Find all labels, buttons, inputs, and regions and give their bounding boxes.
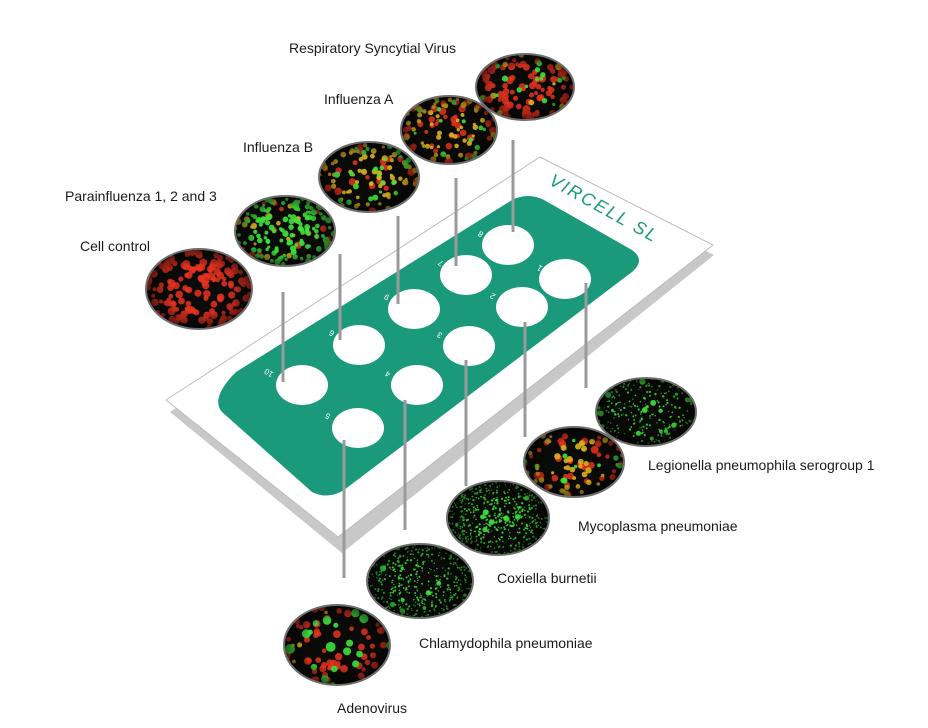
well-1: [539, 259, 591, 299]
well-number-2: 2: [488, 291, 497, 301]
well-number-1: 1: [535, 263, 544, 273]
micrograph-parainfluenza: [234, 195, 336, 267]
well-7: [440, 255, 492, 295]
slide-mask: [218, 196, 640, 496]
connector-lines: [281, 140, 588, 578]
label-parainfluenza: Parainfluenza 1, 2 and 3: [65, 188, 217, 204]
micrograph-cell-control: [145, 248, 253, 330]
label-rsv: Respiratory Syncytial Virus: [289, 40, 457, 56]
well-number-3: 3: [435, 330, 444, 340]
well-number-7: 7: [436, 258, 445, 268]
micrograph-legionella: [595, 377, 697, 447]
label-coxiella: Coxiella burnetii: [497, 570, 597, 586]
micrographs-group: [145, 53, 697, 686]
well-number-9: 9: [382, 292, 391, 302]
well-number-5: 5: [323, 411, 332, 421]
well-number-8: 8: [476, 229, 485, 239]
micrograph-rsv: [475, 53, 575, 121]
label-adenovirus: Adenovirus: [337, 700, 408, 716]
well-10: [276, 365, 328, 405]
micrograph-influenza-b: [318, 141, 420, 213]
micrograph-mycoplasma: [523, 426, 625, 498]
well-6: [333, 325, 385, 365]
label-legionella: Legionella pneumophila serogroup 1: [648, 457, 875, 473]
well-3: [443, 326, 495, 366]
micrograph-coxiella: [446, 480, 550, 556]
well-2: [496, 287, 548, 327]
well-5: [332, 408, 384, 448]
well-number-4: 4: [383, 369, 392, 379]
well-number-6: 6: [327, 328, 336, 338]
label-cell-control: Cell control: [80, 238, 151, 254]
label-mycoplasma: Mycoplasma pneumoniae: [578, 518, 738, 534]
micrograph-influenza-a: [400, 95, 498, 165]
label-influenza-a: Influenza A: [324, 91, 394, 107]
well-9: [388, 289, 440, 329]
well-4: [391, 365, 443, 405]
label-chlamydophila: Chlamydophila pneumoniae: [419, 635, 593, 651]
micrograph-adenovirus: [283, 604, 391, 686]
label-influenza-b: Influenza B: [243, 139, 314, 155]
micrograph-chlamydophila: [366, 543, 474, 619]
well-8: [482, 225, 534, 265]
